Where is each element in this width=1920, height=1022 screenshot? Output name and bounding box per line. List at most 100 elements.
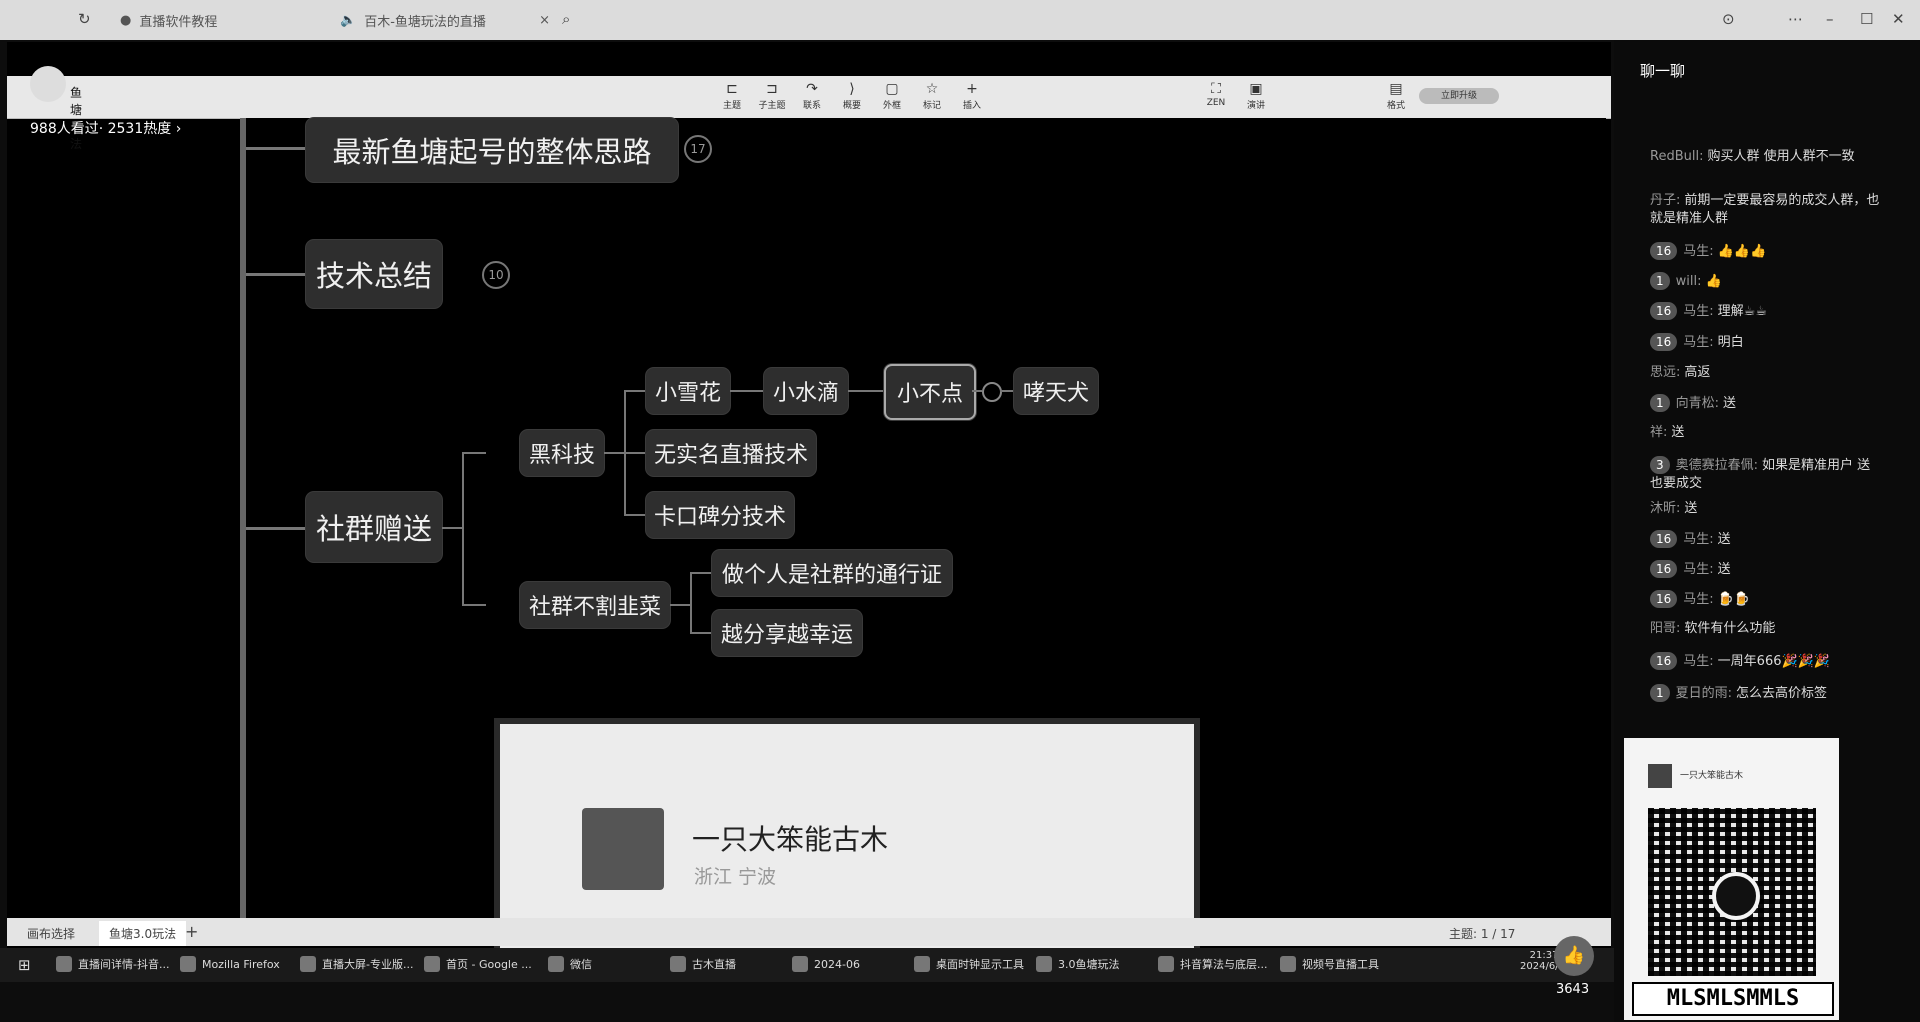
refresh-icon[interactable]: ↻ [78, 10, 91, 28]
chat-username[interactable]: 马生: [1683, 304, 1714, 319]
tool-summary[interactable]: ⟩概要 [833, 80, 871, 111]
node-label: 技术总结 [315, 259, 432, 293]
more-icon[interactable]: ⋯ [1788, 10, 1803, 28]
chat-text: 明白 [1717, 335, 1744, 350]
chat-username[interactable]: 沐昕: [1650, 501, 1681, 516]
taskbar-item[interactable]: 首页 - Google ... [424, 956, 532, 972]
node-no-leek[interactable]: 社群不割韭菜 [520, 582, 670, 628]
chat-text: 👍👍👍 [1717, 244, 1767, 259]
window-close-icon[interactable]: ✕ [1892, 10, 1905, 28]
download-icon[interactable]: ⊙ [1722, 10, 1735, 28]
chat-username[interactable]: 马生: [1683, 244, 1714, 259]
windows-start-icon[interactable]: ⊞ [18, 956, 31, 974]
level-badge: 1 [1650, 272, 1670, 290]
chat-message: 沐昕:送 [1650, 500, 1880, 518]
tool-relation[interactable]: ↷联系 [793, 80, 831, 111]
node-reputation[interactable]: 卡口碑分技术 [646, 492, 794, 538]
speaker-icon: 🔈 [340, 12, 357, 28]
taskbar-item[interactable]: 3.0鱼塘玩法 [1036, 956, 1120, 972]
tool-zen[interactable]: ⛶ZEN [1197, 80, 1235, 108]
tool-boundary[interactable]: ▢外框 [873, 80, 911, 111]
chat-username[interactable]: 马生: [1683, 654, 1714, 669]
node-share-lucky[interactable]: 越分享越幸运 [712, 610, 862, 656]
chat-username[interactable]: 夏日的雨: [1675, 686, 1733, 701]
chat-username[interactable]: 向青松: [1675, 396, 1720, 411]
node-overall-idea[interactable]: 最新鱼塘起号的整体思路 [306, 118, 678, 182]
chat-username[interactable]: 奥德赛拉春佩: [1675, 458, 1759, 473]
connector [624, 390, 646, 392]
maximize-icon[interactable]: ☐ [1860, 10, 1874, 28]
add-sheet-button[interactable]: + [185, 922, 199, 941]
clock[interactable]: 21:37 2024/6/... [1520, 950, 1568, 972]
chat-username[interactable]: 马生: [1683, 592, 1714, 607]
upgrade-button[interactable]: 立即升级 [1419, 88, 1499, 104]
firefox-icon [180, 956, 196, 972]
taskbar-item[interactable]: 微信 [548, 956, 592, 972]
card-location: 浙江 宁波 [694, 866, 777, 888]
chat-username[interactable]: 马生: [1683, 532, 1714, 547]
child-count-badge[interactable]: 17 [684, 135, 712, 163]
chat-username[interactable]: 祥: [1650, 425, 1668, 440]
browser-top-bar: ↻ ● 直播软件教程 🔈 百木-鱼塘玩法的直播 × ⌕ ⊙ ⋯ – ☐ ✕ [0, 0, 1920, 40]
connector [670, 604, 690, 606]
node-label: 卡口碑分技术 [653, 505, 786, 530]
minimize-icon[interactable]: – [1826, 10, 1834, 28]
tool-format[interactable]: ▤格式 [1377, 80, 1415, 111]
tool-insert[interactable]: +插入 [953, 80, 991, 111]
format-icon: ▤ [1389, 81, 1403, 97]
node-tiny-dot[interactable]: 小不点 [884, 364, 976, 420]
level-badge: 16 [1650, 333, 1678, 351]
connector [690, 572, 712, 574]
taskbar-item[interactable]: 桌面时钟显示工具 [914, 956, 1024, 972]
sheet-tab-2[interactable]: 鱼塘3.0玩法 [99, 921, 187, 946]
chat-username[interactable]: will: [1675, 274, 1702, 289]
node-xiaotianquan[interactable]: 哮天犬 [1014, 368, 1098, 414]
connector [462, 452, 464, 606]
browser-tab-2[interactable]: 🔈 百木-鱼塘玩法的直播 × [330, 0, 560, 40]
taskbar-item[interactable]: 视频号直播工具 [1280, 956, 1379, 972]
search-icon[interactable]: ⌕ [562, 10, 571, 28]
main-branch-line [240, 118, 246, 918]
child-count-badge[interactable]: 10 [482, 261, 510, 289]
node-snowflake[interactable]: 小雪花 [646, 368, 730, 414]
close-tab-icon[interactable]: × [539, 12, 550, 28]
taskbar-item[interactable]: 直播大屏-专业版... [300, 956, 413, 972]
taskbar-item[interactable]: 2024-06 [792, 956, 860, 972]
tool-label: 演讲 [1246, 101, 1265, 111]
tool-subtopic[interactable]: ⊐子主题 [753, 80, 791, 111]
chat-username[interactable]: 马生: [1683, 335, 1714, 350]
avatar[interactable] [30, 66, 66, 102]
chat-text: 送 [1723, 396, 1737, 411]
node-black-tech[interactable]: 黑科技 [520, 430, 604, 476]
chat-username[interactable]: 马生: [1683, 562, 1714, 577]
like-icon[interactable]: 👍 [1554, 936, 1594, 976]
tool-present[interactable]: ▣演讲 [1237, 80, 1275, 111]
chat-text: 购买人群 使用人群不一致 [1707, 149, 1855, 164]
node-tech-summary[interactable]: 技术总结 [306, 240, 442, 308]
chat-username[interactable]: 阳哥: [1650, 621, 1681, 636]
browser-tab-1[interactable]: ● 直播软件教程 [110, 0, 227, 40]
taskbar-label: 抖音算法与底层... [1180, 958, 1268, 971]
node-no-realname[interactable]: 无实名直播技术 [646, 430, 816, 476]
taskbar-label: 直播间详情-抖音... [78, 958, 170, 971]
node-personal-pass[interactable]: 做个人是社群的通行证 [712, 550, 952, 596]
taskbar-item[interactable]: 抖音算法与底层... [1158, 956, 1268, 972]
taskbar-item[interactable]: 古木直播 [670, 956, 736, 972]
chat-username[interactable]: RedBull: [1650, 149, 1704, 164]
level-badge: 1 [1650, 684, 1670, 702]
node-waterdrop[interactable]: 小水滴 [764, 368, 848, 414]
tool-marker[interactable]: ☆标记 [913, 80, 951, 111]
node-community-gift[interactable]: 社群赠送 [306, 492, 442, 562]
taskbar-item[interactable]: 直播间详情-抖音... [56, 956, 169, 972]
tool-topic[interactable]: ⊏主题 [713, 80, 751, 111]
collapse-toggle-icon[interactable] [982, 382, 1002, 402]
tool-label: ZEN [1206, 98, 1226, 108]
qr-card: 一只大笨能古木 MLSMLSMMLS [1624, 738, 1839, 1020]
sheet-tab-1[interactable]: 画布选择 [27, 927, 76, 941]
chat-username[interactable]: 思远: [1650, 365, 1681, 380]
chat-username[interactable]: 丹子: [1650, 193, 1681, 208]
taskbar-item[interactable]: Mozilla Firefox [180, 956, 280, 972]
node-label: 社群赠送 [315, 512, 432, 546]
